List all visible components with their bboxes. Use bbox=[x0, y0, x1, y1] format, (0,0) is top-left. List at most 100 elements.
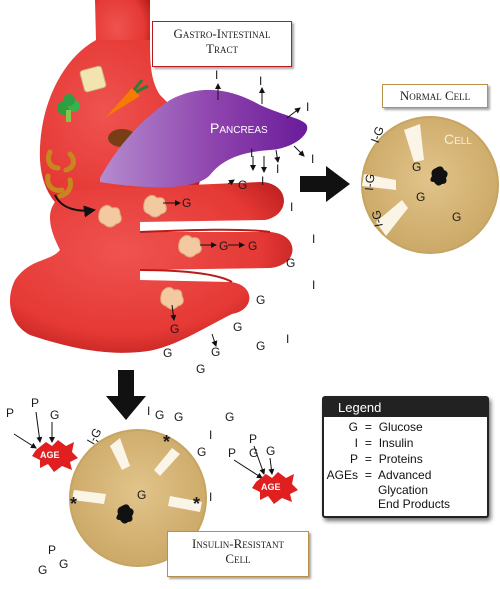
glucose-marker: G bbox=[170, 322, 180, 336]
glucose-marker: G bbox=[59, 557, 69, 571]
glucose-marker: G bbox=[256, 293, 266, 307]
blocked-receptor-mark: * bbox=[193, 494, 201, 514]
legend: Legend G = Glucose I = Insulin P = Prote… bbox=[322, 396, 489, 518]
insulin-glucose-complex: I-G bbox=[369, 209, 386, 228]
insulin-marker: I bbox=[311, 152, 315, 166]
legend-entry: End Products bbox=[378, 497, 450, 511]
glucose-marker: G bbox=[155, 408, 165, 422]
glucose-marker: G bbox=[163, 346, 173, 360]
intestine-fold-2 bbox=[139, 269, 233, 283]
insulin-marker: I bbox=[261, 174, 265, 188]
nucleus bbox=[430, 166, 448, 186]
protein-marker: P bbox=[48, 543, 57, 557]
insulin-marker: I bbox=[215, 68, 219, 82]
intestine-fold-1 bbox=[139, 228, 271, 233]
glucose-marker: G bbox=[286, 256, 296, 270]
pancreas bbox=[100, 89, 308, 188]
legend-entry: P = Proteins bbox=[330, 452, 423, 466]
glucose-marker: G bbox=[182, 196, 192, 210]
cell-label: Cell bbox=[444, 131, 472, 147]
protein-marker: P bbox=[249, 432, 258, 446]
glucose-marker: G bbox=[211, 345, 221, 359]
legend-text: Advanced bbox=[378, 468, 432, 482]
glucose-marker: G bbox=[174, 410, 184, 424]
insulin-glucose-complex: I-G bbox=[362, 173, 378, 192]
legend-entry: AGEs = Advanced bbox=[324, 468, 432, 482]
legend-eq: = bbox=[364, 436, 372, 450]
glucose-marker: G bbox=[416, 190, 426, 204]
nucleus bbox=[116, 504, 134, 524]
glucose-marker: G bbox=[249, 446, 259, 460]
legend-eq: = bbox=[364, 420, 372, 434]
normal-cell-label: Normal Cell bbox=[382, 84, 488, 108]
blocked-receptor-mark: * bbox=[163, 432, 171, 452]
glucose-marker: G bbox=[256, 339, 266, 353]
legend-symbol: P bbox=[349, 452, 358, 466]
insulin-marker: I bbox=[286, 332, 290, 346]
insulin-resistant-cell-label: Insulin-Resistant Cell bbox=[167, 531, 309, 577]
legend-symbol: I bbox=[354, 436, 358, 450]
gi-tract-label-line1: Gastro-Intestinal bbox=[173, 26, 271, 41]
insulin-marker: I bbox=[312, 278, 316, 292]
insulin-marker: I bbox=[209, 490, 213, 504]
legend-entry: I = Insulin bbox=[330, 436, 414, 450]
bread-food bbox=[79, 65, 107, 93]
normal-cell bbox=[361, 116, 499, 254]
glucose-marker: G bbox=[238, 178, 248, 192]
insulin-marker: I bbox=[312, 232, 316, 246]
blocked-receptor-mark: * bbox=[70, 494, 78, 514]
legend-eq: = bbox=[364, 468, 372, 482]
legend-entry: G = Glucose bbox=[330, 420, 423, 434]
glucose-marker: G bbox=[197, 445, 207, 459]
insulin-marker: I bbox=[290, 200, 294, 214]
glucose-marker: G bbox=[233, 320, 243, 334]
legend-text: End Products bbox=[378, 497, 451, 511]
legend-text: Proteins bbox=[378, 452, 423, 466]
insulin-resistant-label-line2: Cell bbox=[225, 551, 251, 566]
small-intestine bbox=[10, 182, 293, 353]
age-badge bbox=[32, 440, 78, 472]
age-badge-label: AGE bbox=[261, 482, 281, 492]
food-particles bbox=[98, 194, 202, 310]
glucose-marker: G bbox=[248, 239, 258, 253]
glucose-marker: G bbox=[196, 362, 206, 376]
pasta-food bbox=[45, 149, 76, 199]
legend-eq: = bbox=[364, 452, 372, 466]
big-arrow-down bbox=[106, 370, 146, 420]
age-badge-label: AGE bbox=[40, 450, 60, 460]
broccoli-food bbox=[57, 94, 80, 122]
normal-cell-label-text: Normal Cell bbox=[399, 88, 471, 103]
insulin-marker: I bbox=[306, 100, 310, 114]
glucose-marker: G bbox=[50, 408, 60, 422]
glucose-marker: G bbox=[412, 160, 422, 174]
digestion-arrow bbox=[54, 194, 96, 218]
glucose-marker: G bbox=[137, 488, 147, 502]
glucose-marker: G bbox=[266, 444, 276, 458]
protein-marker: P bbox=[228, 446, 237, 460]
big-arrow-right bbox=[300, 166, 350, 202]
insulin-marker: I bbox=[209, 428, 213, 442]
legend-symbol: G bbox=[348, 420, 358, 434]
protein-marker: P bbox=[31, 396, 40, 410]
legend-text: Insulin bbox=[378, 436, 414, 450]
insulin-resistant-label-line1: Insulin-Resistant bbox=[191, 536, 285, 551]
age-badge bbox=[252, 472, 298, 504]
legend-text: Glycation bbox=[378, 483, 429, 497]
glucose-marker: G bbox=[38, 563, 48, 577]
legend-symbol: AGEs bbox=[326, 468, 358, 482]
gi-tract-label: Gastro-Intestinal Tract bbox=[152, 21, 292, 67]
insulin-marker: I bbox=[250, 146, 254, 160]
carrot-leaves bbox=[132, 79, 149, 94]
glucose-marker: G bbox=[225, 410, 235, 424]
legend-title: Legend bbox=[324, 398, 487, 417]
insulin-marker: I bbox=[276, 162, 280, 176]
legend-entry: Glycation bbox=[378, 483, 428, 497]
gi-tract-label-line2: Tract bbox=[206, 41, 238, 56]
carrot-food bbox=[106, 88, 140, 117]
insulin-marker: I bbox=[259, 74, 263, 88]
glucose-marker: G bbox=[452, 210, 462, 224]
insulin-marker: I bbox=[147, 404, 151, 418]
legend-text: Glucose bbox=[378, 420, 423, 434]
pancreas-label: Pancreas bbox=[210, 120, 268, 136]
glucose-marker: G bbox=[219, 239, 229, 253]
